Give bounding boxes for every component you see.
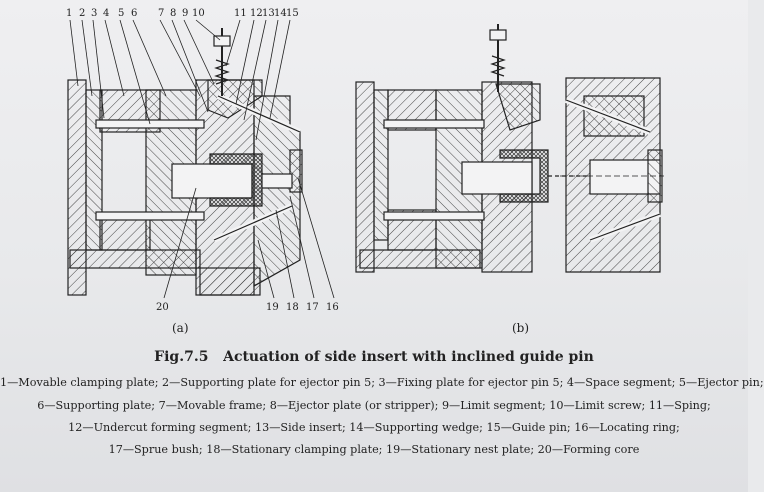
legend-line-4: 17—Sprue bush; 18—Stationary clamping pl… [108,443,640,456]
callout-10: 10 [192,8,205,19]
legend-line-3: 12—Undercut forming segment; 13—Side ins… [68,421,680,434]
callout-17: 17 [306,302,319,313]
figure-title: Actuation of side insert with inclined g… [223,349,594,365]
sublabel-a: (a) [172,321,189,335]
legend-line-1: 1—Movable clamping plate; 2—Supporting p… [0,376,764,389]
sublabel-b: (b) [512,321,529,335]
callout-20: 20 [156,302,169,313]
callout-14: 14 [274,8,287,19]
view-a-drawing [67,19,335,299]
callout-19: 19 [266,302,279,313]
callout-1: 1 [66,8,72,19]
view-b-drawing [355,24,664,273]
callout-8: 8 [170,8,176,19]
callout-13: 13 [262,8,275,19]
callout-11: 11 [234,8,247,19]
callout-12: 12 [250,8,263,19]
figure-number: Fig.7.5 [154,349,209,365]
legend-line-2: 6—Supporting plate; 7—Movable frame; 8—E… [37,399,711,412]
callout-2: 2 [79,8,85,19]
callout-16: 16 [326,302,339,313]
callout-18: 18 [286,302,299,313]
callout-15: 15 [286,8,299,19]
mold-diagram: 1 2 3 4 5 6 7 8 9 10 11 12 13 14 15 20 1… [66,8,664,335]
callout-6: 6 [131,8,137,19]
callout-5: 5 [118,8,124,19]
callout-9: 9 [182,8,188,19]
callout-4: 4 [103,8,109,19]
callout-7: 7 [158,8,164,19]
callout-3: 3 [91,8,97,19]
figure-caption: Fig.7.5 Actuation of side insert with in… [0,349,748,365]
